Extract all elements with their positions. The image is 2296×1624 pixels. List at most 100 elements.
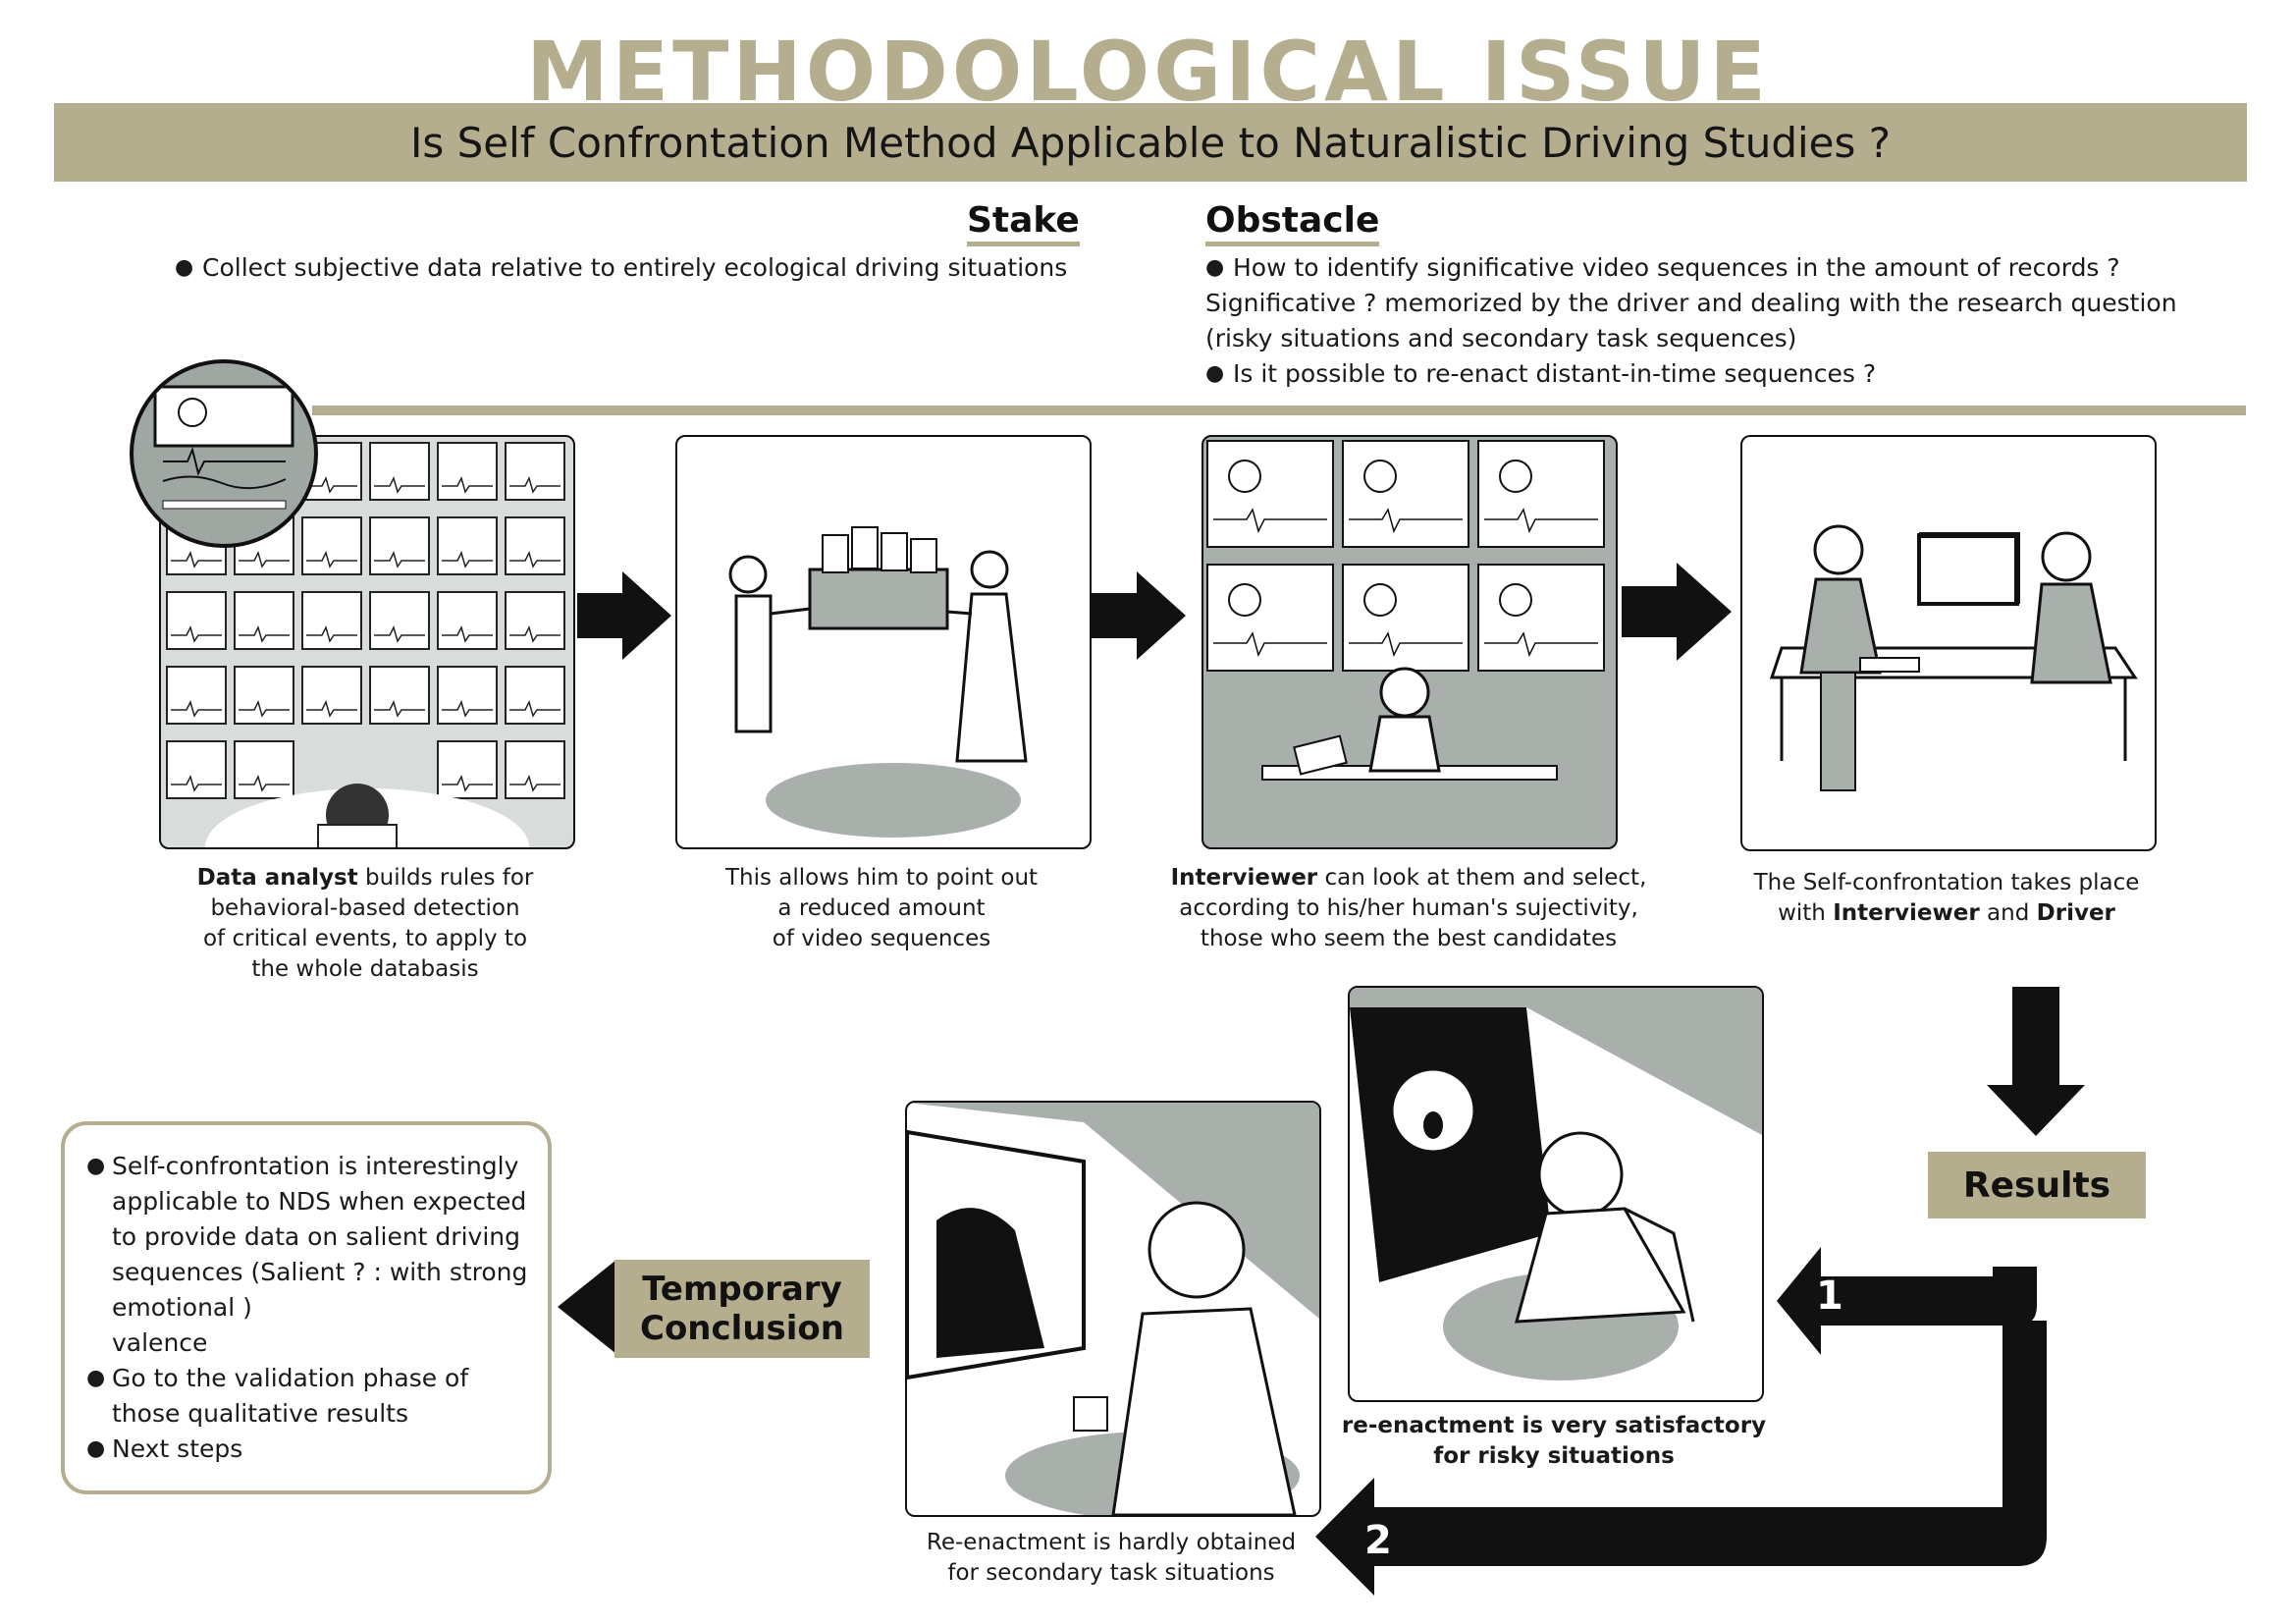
branch-number-1: 1 [1816, 1273, 1843, 1319]
caption-bold-data-analyst: Data analyst [196, 865, 358, 891]
monitor-screen [1206, 440, 1334, 548]
caption-text: for risky situations [1433, 1443, 1675, 1469]
panel-handover [675, 435, 1092, 849]
caption-reduced-amount: This allows him to point out a reduced a… [675, 863, 1088, 954]
video-thumbnail [166, 666, 227, 725]
obstacle-line-3: (risky situations and secondary task seq… [1205, 324, 1797, 352]
video-thumbnail [505, 516, 565, 575]
signal-trace [1349, 631, 1463, 658]
driver-head [1363, 460, 1397, 493]
video-thumbnail [437, 442, 498, 501]
arrow-right-icon [1622, 563, 1732, 661]
signal-trace [171, 550, 222, 568]
arrow-right-icon [1092, 571, 1186, 660]
signal-trace [239, 774, 290, 792]
signal-trace [1484, 508, 1598, 534]
caption-text: behavioral-based detection [210, 895, 520, 921]
video-thumbnail [505, 666, 565, 725]
stake-heading: Stake [967, 201, 1080, 246]
panel-interview-table [1740, 435, 2157, 851]
video-thumbnail [166, 591, 227, 650]
monitor-screen [1477, 440, 1605, 548]
driver-head [1499, 583, 1532, 617]
caption-text: and [1979, 900, 2037, 926]
obstacle-line-2: Significative ? memorized by the driver … [1205, 289, 2177, 317]
magnifier-zoom [130, 359, 318, 548]
temporary-label-line-2: Conclusion [640, 1309, 844, 1348]
video-thumbnail [437, 591, 498, 650]
conclusion-item: Next steps [86, 1432, 538, 1467]
video-thumbnail [234, 591, 294, 650]
interview-illustration [1769, 524, 2138, 791]
results-label: Results [1928, 1152, 2146, 1218]
signal-trace [239, 624, 290, 643]
caption-text: builds rules for [357, 865, 534, 891]
calm-driver-illustration [907, 1103, 1319, 1515]
caption-text: re-enactment is very satisfactory [1341, 1413, 1767, 1438]
handover-illustration [728, 526, 1028, 838]
panel-interviewer-monitors [1201, 435, 1618, 849]
video-thumbnail [301, 516, 362, 575]
caption-text: The Self-confrontation takes place [1753, 870, 2140, 895]
signal-trace [171, 624, 222, 643]
caption-text: those who seem the best candidates [1200, 926, 1618, 951]
caption-secondary-task: Re-enactment is hardly obtained for seco… [883, 1528, 1339, 1589]
stake-bullet: Collect subjective data relative to enti… [175, 250, 2296, 286]
video-thumbnail [437, 740, 498, 799]
signal-trace [442, 699, 493, 718]
conclusion-item: Go to the validation phase of those qual… [86, 1361, 538, 1432]
signal-trace [442, 774, 493, 792]
monitor-screen [1477, 564, 1605, 672]
monitor-screen [1206, 564, 1334, 672]
signal-trace [374, 624, 425, 643]
video-thumbnail [437, 666, 498, 725]
arrow-down-icon [1987, 987, 2085, 1136]
panel-calm-driver [905, 1101, 1321, 1517]
driver-head [1228, 583, 1261, 617]
signal-trace [509, 475, 561, 494]
caption-text: for secondary task situations [947, 1560, 1275, 1586]
video-thumbnail [301, 666, 362, 725]
caption-interviewer: Interviewer can look at them and select,… [1158, 863, 1659, 954]
signal-trace [442, 475, 493, 494]
question-banner: Is Self Confrontation Method Applicable … [54, 103, 2247, 182]
panel-startled-driver [1348, 986, 1764, 1402]
signal-trace [374, 550, 425, 568]
conclusion-item: Self-confrontation is interestingly appl… [86, 1149, 538, 1361]
signal-trace [442, 624, 493, 643]
caption-risky-situations: re-enactment is very satisfactory for ri… [1325, 1411, 1783, 1472]
signal-trace [306, 699, 357, 718]
monitor-screen [1342, 440, 1469, 548]
signal-trace [171, 774, 222, 792]
question-text: Is Self Confrontation Method Applicable … [409, 118, 1892, 167]
video-thumbnail [369, 442, 430, 501]
caption-text: of video sequences [772, 926, 991, 951]
conclusion-box: Self-confrontation is interestingly appl… [61, 1121, 552, 1494]
caption-text: according to his/her human's sujectivity… [1179, 895, 1638, 921]
caption-text: a reduced amount [777, 895, 986, 921]
obstacle-heading: Obstacle [1205, 201, 1380, 246]
signal-trace [1213, 508, 1327, 534]
caption-text: with [1778, 900, 1834, 926]
branch-number-2: 2 [1364, 1518, 1392, 1563]
arrow-left-icon [558, 1260, 626, 1354]
signal-trace [374, 475, 425, 494]
video-thumbnail [505, 740, 565, 799]
temporary-label-line-1: Temporary [642, 1270, 842, 1309]
signal-trace [306, 624, 357, 643]
video-thumbnail [437, 516, 498, 575]
caption-bold-interviewer: Interviewer [1833, 900, 1980, 926]
main-title: METHODOLOGICAL ISSUE [526, 37, 1770, 106]
signal-trace [239, 699, 290, 718]
signal-trace [1213, 631, 1327, 658]
caption-data-analyst: Data analyst builds rules for behavioral… [159, 863, 571, 985]
monitors-illustration [1206, 440, 1605, 781]
caption-text: This allows him to point out [724, 865, 1039, 891]
signal-trace [509, 624, 561, 643]
video-thumbnail [369, 591, 430, 650]
signal-trace [306, 475, 357, 494]
caption-bold-driver: Driver [2036, 900, 2115, 926]
caption-text: the whole databasis [251, 956, 479, 982]
signal-trace [374, 699, 425, 718]
signal-trace [509, 550, 561, 568]
